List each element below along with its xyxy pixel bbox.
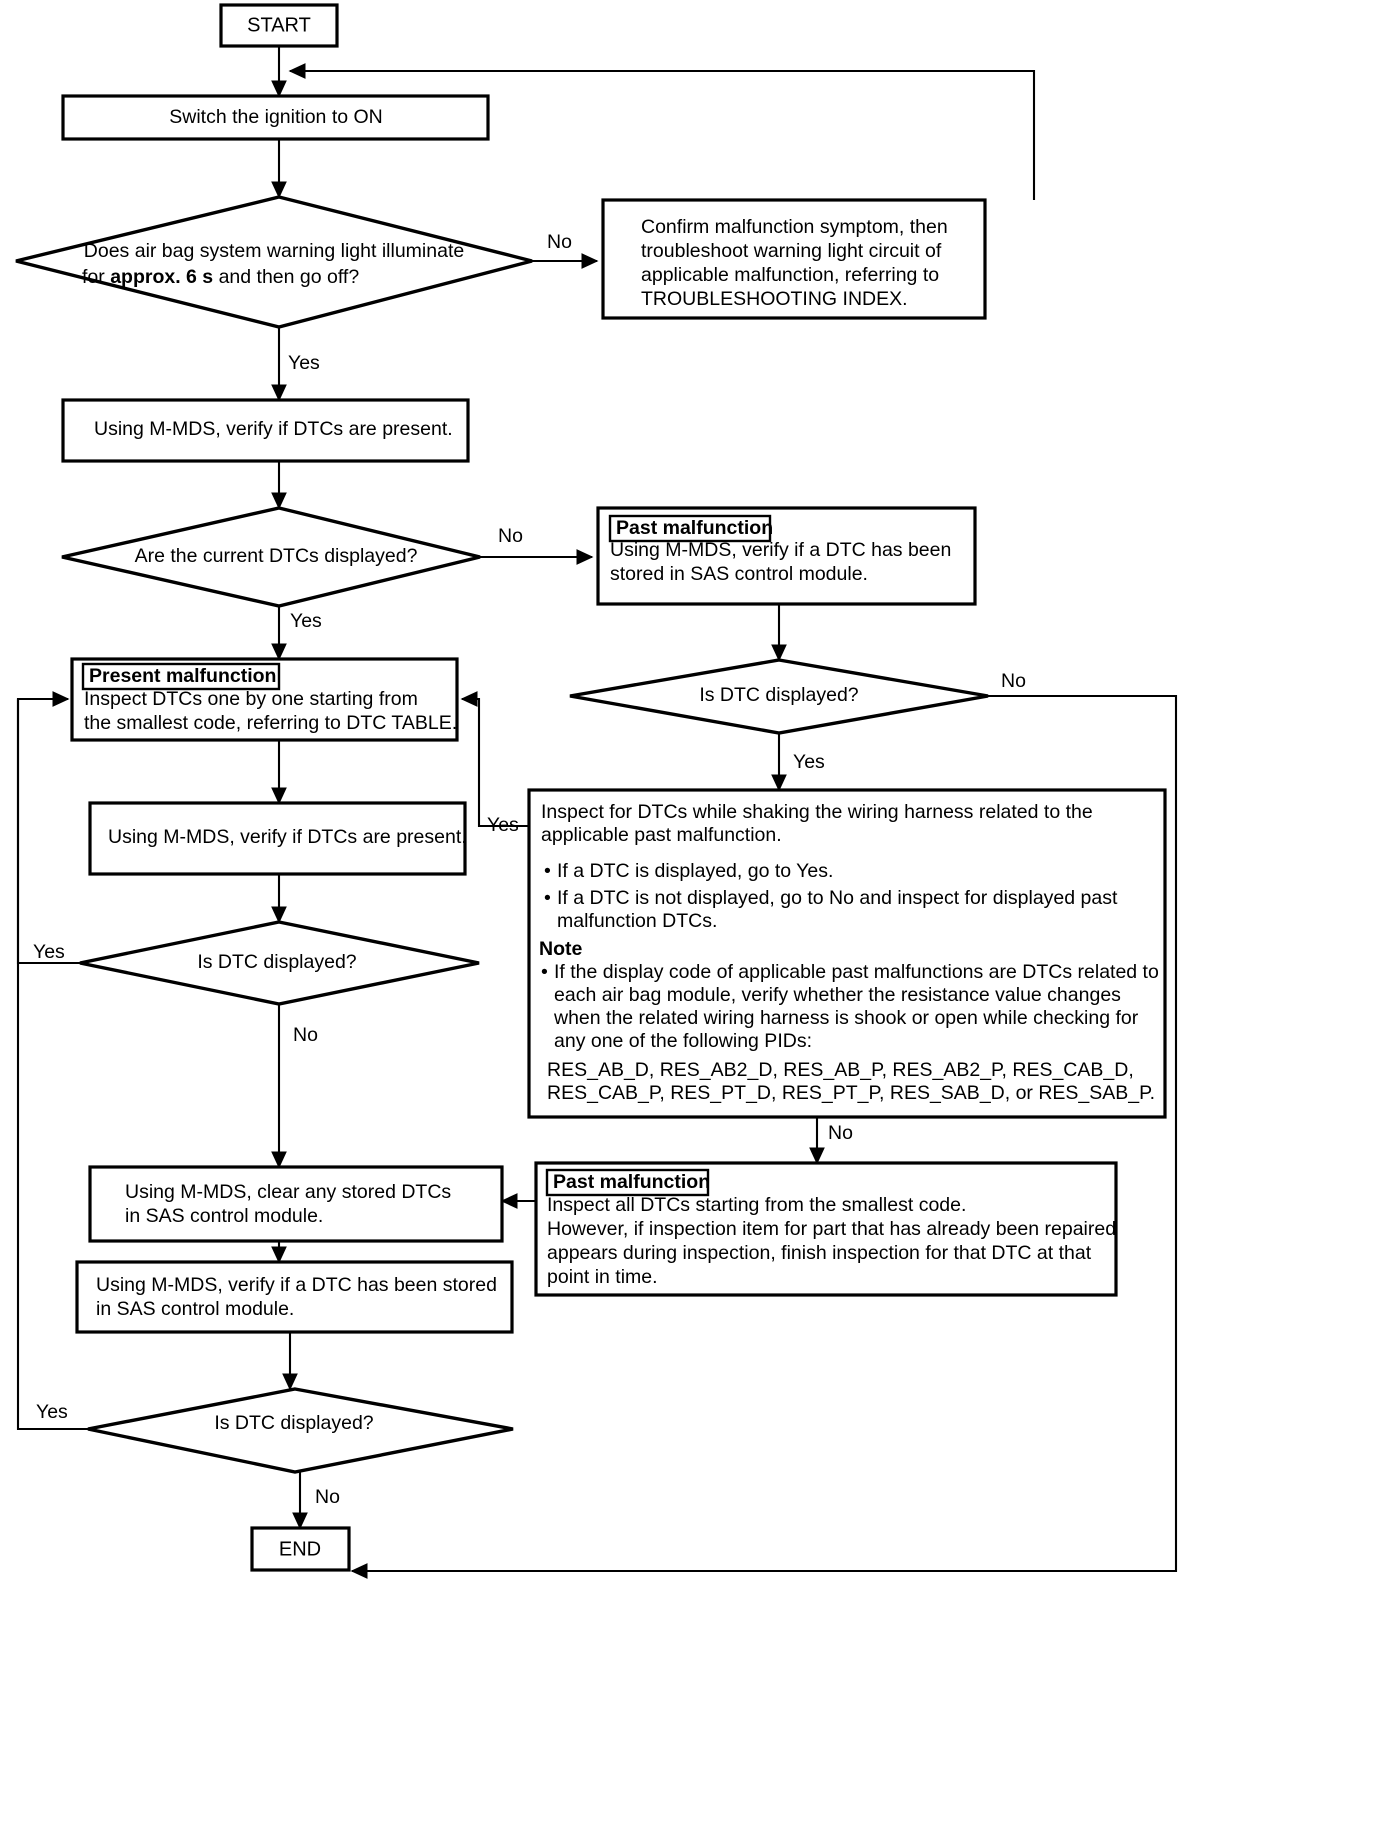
node-verify-dtc-3-line-0: Using M-MDS, verify if a DTC has been st… [96, 1274, 497, 1296]
node-verify-dtc-3-line-1: in SAS control module. [96, 1298, 294, 1320]
node-current-dtc [61, 506, 481, 608]
node-end-label: END [279, 1538, 321, 1560]
node-confirm-line-0: Confirm malfunction symptom, then [641, 216, 948, 238]
edge-label-warnlight-yes: Yes [288, 352, 320, 374]
node-past-malfunction-2-heading-box [545, 1168, 710, 1197]
shake-note-line-1: each air bag module, verify whether the … [554, 984, 1121, 1006]
node-is-dtc-3 [87, 1387, 514, 1474]
edge-label-warnlight-no: No [547, 231, 572, 253]
node-past-malfunction-2-line-3: point in time. [547, 1266, 658, 1288]
shake-bullet-1-line-0: If a DTC is not displayed, go to No and … [557, 887, 1118, 909]
node-past-malfunction-1 [596, 506, 977, 606]
node-present-malfunction-line-1: the smallest code, referring to DTC TABL… [84, 712, 457, 734]
edge-label-shake-yes: Yes [487, 814, 519, 836]
warnlight-l2a: for [82, 266, 110, 288]
node-confirm-line-1: troubleshoot warning light circuit of [641, 240, 942, 262]
node-shake-line-1: applicable past malfunction. [541, 824, 782, 846]
node-is-dtc-3-label: Is DTC displayed? [214, 1412, 373, 1434]
node-past-malfunction-1-heading-box [608, 514, 772, 543]
shake-note-line-2: when the related wiring harness is shook… [553, 1007, 1139, 1029]
shake-note-bullet-dot: • [541, 961, 548, 983]
node-past-malfunction-2-line-0: Inspect all DTCs starting from the small… [547, 1194, 966, 1216]
node-start-label: START [247, 14, 311, 36]
edge-label-isdtc1-no: No [1001, 670, 1026, 692]
node-end [250, 1526, 351, 1572]
node-verify-dtc-3 [75, 1260, 514, 1334]
edge-label-isdtc2-no: No [293, 1024, 318, 1046]
edge-isdtc3-yes [16, 699, 88, 1431]
node-is-dtc-2 [79, 920, 480, 1006]
node-ignition [61, 94, 490, 141]
node-verify-dtc-2-label: Using M-MDS, verify if DTCs are present. [108, 826, 467, 848]
node-past-malfunction-2-line-2: appears during inspection, finish inspec… [547, 1242, 1092, 1264]
edge-confirm-return [288, 63, 1036, 200]
node-past-malfunction-1-heading: Past malfunction [616, 517, 773, 539]
edge-isdtc1-no [350, 694, 1178, 1579]
edge-label-isdtc2-yes: Yes [33, 941, 65, 963]
shake-bullet-0-dot: • [544, 860, 551, 882]
edge-label-currentdtc-yes: Yes [290, 610, 322, 632]
node-confirm-symptom [601, 198, 987, 320]
edge-shake-yes [460, 691, 529, 828]
node-present-malfunction-heading-box [81, 662, 281, 691]
node-warnlight-line2: for approx. 6 s and then go off? [82, 266, 359, 288]
edge-label-shake-no: No [828, 1122, 853, 1144]
edge-label-isdtc3-yes: Yes [36, 1401, 68, 1423]
node-clear-dtc-line-0: Using M-MDS, clear any stored DTCs [125, 1181, 451, 1203]
node-clear-dtc [88, 1165, 504, 1243]
node-past-malfunction-2-line-1: However, if inspection item for part tha… [547, 1218, 1116, 1240]
node-shake-line-0: Inspect for DTCs while shaking the wirin… [541, 801, 1093, 823]
shake-bullet-1-line-1: malfunction DTCs. [557, 910, 717, 932]
node-is-dtc-1-label: Is DTC displayed? [699, 684, 858, 706]
node-is-dtc-2-label: Is DTC displayed? [197, 951, 356, 973]
warnlight-l2c: and then go off? [213, 266, 359, 288]
shake-note-line-3: any one of the following PIDs: [554, 1030, 812, 1052]
shake-pid-line-1: RES_CAB_P, RES_PT_D, RES_PT_P, RES_SAB_D… [547, 1082, 1155, 1104]
node-present-malfunction-line-0: Inspect DTCs one by one starting from [84, 688, 418, 710]
node-past-malfunction-2-heading: Past malfunction [553, 1171, 710, 1193]
node-current-dtc-label: Are the current DTCs displayed? [135, 545, 418, 567]
edge-label-currentdtc-no: No [498, 525, 523, 547]
edge-label-isdtc3-no: No [315, 1486, 340, 1508]
warnlight-l2b: approx. 6 s [110, 266, 213, 288]
node-present-malfunction-heading: Present malfunction [89, 665, 276, 687]
shake-bullet-0-line-0: If a DTC is displayed, go to Yes. [557, 860, 833, 882]
shake-note-heading: Note [539, 938, 582, 960]
node-warnlight [15, 195, 533, 329]
node-is-dtc-1 [569, 658, 989, 735]
edge-label-isdtc1-yes: Yes [793, 751, 825, 773]
node-start [219, 3, 339, 48]
node-verify-dtc-label: Using M-MDS, verify if DTCs are present. [94, 418, 453, 440]
node-ignition-label: Switch the ignition to ON [169, 106, 383, 128]
shake-bullet-1-dot: • [544, 887, 551, 909]
node-clear-dtc-line-1: in SAS control module. [125, 1205, 323, 1227]
shake-note-line-0: If the display code of applicable past m… [554, 961, 1159, 983]
node-confirm-line-3: TROUBLESHOOTING INDEX. [641, 288, 908, 310]
shake-pid-line-0: RES_AB_D, RES_AB2_D, RES_AB_P, RES_AB2_P… [547, 1059, 1134, 1081]
node-verify-dtc-2 [88, 801, 467, 876]
node-shake-harness [527, 788, 1167, 1119]
node-confirm-line-2: applicable malfunction, referring to [641, 264, 939, 286]
node-past-malfunction-1-line-1: stored in SAS control module. [610, 563, 868, 585]
node-past-malfunction-1-line-0: Using M-MDS, verify if a DTC has been [610, 539, 951, 561]
node-warnlight-line1: Does air bag system warning light illumi… [84, 240, 464, 262]
node-verify-dtc [61, 398, 470, 463]
